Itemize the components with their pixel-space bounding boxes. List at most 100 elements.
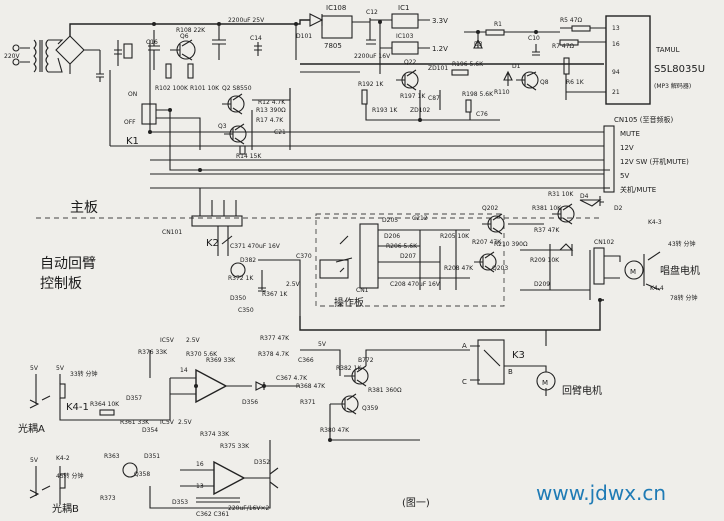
r197-label: R197 1K xyxy=(400,93,426,100)
pin21-label: 21 xyxy=(612,89,620,96)
r367-label: R367 1K xyxy=(262,291,288,298)
r368-label: R368 47K xyxy=(296,383,326,390)
r192-label: R192 1K xyxy=(358,81,384,88)
k2-label: K2 xyxy=(206,238,219,249)
p12vsw-pin-label: 12V SW (开机MUTE) xyxy=(620,157,689,166)
r207-label: R207 47K xyxy=(472,239,502,246)
r370-label: R370 5.6K xyxy=(186,351,218,358)
d2-label: D2 xyxy=(614,205,623,212)
ac-input-label: 220V xyxy=(4,53,20,60)
c12v-label: 2200uF 16V xyxy=(354,53,391,60)
r7-label: R7 47Ω xyxy=(552,43,575,50)
v5c-label: 5V xyxy=(30,457,39,464)
d357-label: D357 xyxy=(126,395,142,402)
d1-label: D1 xyxy=(512,63,521,70)
v33-label: 3.3V xyxy=(432,17,448,25)
cn101-k2-section: CN101 K2 C371 470uF 16V D382 R372 1K D35… xyxy=(162,188,312,316)
r369-label: R369 33K xyxy=(206,357,236,364)
cn101-label: CN101 xyxy=(162,229,182,236)
q6-label: Q6 xyxy=(180,33,189,40)
d351-label: D351 xyxy=(144,453,160,460)
r102-label: R102 100K xyxy=(155,85,189,92)
k3-label: K3 xyxy=(512,350,525,361)
d356-label: D356 xyxy=(242,399,258,406)
v5b-label: 5V xyxy=(56,365,65,372)
c14-label: C14 xyxy=(250,35,262,42)
r208-label: R208 47K xyxy=(444,265,474,272)
q2-label: Q2 S8550 xyxy=(222,85,252,92)
pmute-pin-label: 关机/MUTE xyxy=(620,185,656,194)
r101-label: R101 10K xyxy=(190,85,220,92)
s5l-label: S5L8035U xyxy=(654,64,705,75)
c371-label: C371 470uF 16V xyxy=(230,243,281,250)
r193-label: R193 1K xyxy=(372,107,398,114)
r1-label: R1 xyxy=(494,21,502,28)
power-supply-section: 220V C16 Q6 R108 22K R102 100K R101 10K … xyxy=(4,4,705,171)
d205-label: D205 xyxy=(382,217,398,224)
off-label: OFF xyxy=(124,119,136,126)
v5d-label: 5V xyxy=(318,341,327,348)
ic1-label: IC1 xyxy=(398,4,409,12)
r380-label: R380 47K xyxy=(320,427,350,434)
r361-label: R361 33K xyxy=(120,419,150,426)
lighta-label: 光耦A xyxy=(18,422,45,435)
ic25v-label: 2.5V xyxy=(286,281,301,288)
c-label: C xyxy=(462,378,467,386)
r375-label: R375 33K xyxy=(220,443,250,450)
r12-label: R12 4.7K xyxy=(258,99,286,106)
r5-label: R5 47Ω xyxy=(560,17,583,24)
motor2-symbol: M xyxy=(542,379,548,387)
ic103-label: IC103 xyxy=(396,33,414,40)
sw33-label: 33转 分钟 xyxy=(70,370,98,378)
r374-label: R374 33K xyxy=(200,431,230,438)
tamul-label: TAMUL xyxy=(655,46,680,54)
q8-label: Q8 xyxy=(540,79,549,86)
k3-arm-motor-section: A C B K3 M 回臂电机 xyxy=(462,330,602,397)
r371-label: R371 xyxy=(300,399,316,406)
pin13-label: 13 xyxy=(612,25,620,32)
v25b-label: 2.5V xyxy=(178,419,193,426)
figure-caption: (图一) xyxy=(402,497,430,509)
r6-label: R6 1K xyxy=(566,79,585,86)
cap2200-label: 2200uF 25V xyxy=(228,17,265,24)
autoctrl-title2: 控制板 xyxy=(40,276,82,292)
q3-label: Q3 xyxy=(218,123,227,130)
r364-label: R364 10K xyxy=(90,401,120,408)
v25a-label: 2.5V xyxy=(186,337,201,344)
num16-label: 16 xyxy=(196,461,204,468)
r209-label: R209 10K xyxy=(530,257,560,264)
d207-label: D207 xyxy=(400,253,416,260)
b-label: B xyxy=(508,368,513,376)
sw78-label: 78转 分钟 xyxy=(670,294,698,302)
zd101-label: ZD101 xyxy=(428,65,448,72)
ic5v-a-label: IC5V xyxy=(160,337,175,344)
r13-label: R13 390Ω xyxy=(256,107,286,114)
r210-label: R210 390Ω xyxy=(494,241,528,248)
d206-label: D206 xyxy=(384,233,400,240)
c87-label: C87 xyxy=(428,95,440,102)
q358-label: Q358 xyxy=(134,471,150,478)
cn102-label: CN102 xyxy=(594,239,614,246)
k42-label: K4-2 xyxy=(56,455,70,462)
pin94-label: 94 xyxy=(612,69,620,76)
q202-label: Q202 xyxy=(482,205,498,212)
sw45-label: 45转 分钟 xyxy=(56,472,84,480)
cn1-connector xyxy=(359,223,379,289)
r363-label: R363 xyxy=(104,453,120,460)
k41-label: K4-1 xyxy=(66,402,89,413)
relay-k3 xyxy=(477,339,505,385)
r110-label: R110 xyxy=(494,89,510,96)
d353-label: D353 xyxy=(172,499,188,506)
d4-label: D4 xyxy=(580,193,589,200)
r205-label: R205 10K xyxy=(440,233,470,240)
d350-label: D350 xyxy=(230,295,246,302)
opboard-label: 操作板 xyxy=(334,296,364,309)
r381b-label: R381 360Ω xyxy=(368,387,402,394)
mainboard-label: 主板 xyxy=(70,200,98,216)
auto-return-board: 自动回臂 控制板 5V 5V 33转 分钟 光耦A K4-1 5V K4-2 4… xyxy=(18,256,470,518)
r381-label: R381 10K xyxy=(532,205,562,212)
cn1-label: CN1 xyxy=(356,287,369,294)
c366-label: C366 xyxy=(298,357,314,364)
r37-label: R37 47K xyxy=(534,227,560,234)
